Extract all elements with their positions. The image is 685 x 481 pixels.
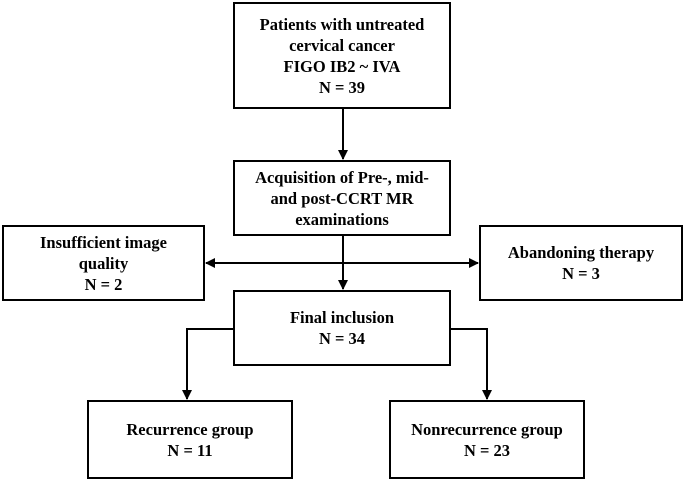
abandoning-line-1: Abandoning therapy [507, 243, 655, 262]
patients-box: Patients with untreated cervical cancer … [233, 2, 451, 109]
insufficient-line-1: Insufficient image [40, 232, 167, 252]
nonrecurrence-group-box: Nonrecurrence group N = 23 [389, 400, 585, 479]
abandoning-count: N = 3 [562, 264, 600, 283]
abandoning-therapy-box: Abandoning therapy N = 3 [479, 225, 683, 301]
arrow-final-to-recurrence [182, 328, 233, 400]
acquisition-box: Acquisition of Pre-, mid- and post-CCRT … [233, 160, 451, 236]
patients-count: N = 39 [318, 77, 366, 97]
insufficient-count: N = 2 [84, 274, 123, 294]
acquisition-line-1: Acquisition of Pre-, mid- [255, 167, 429, 187]
acquisition-line-2: and post-CCRT MR [270, 188, 414, 208]
acquisition-line-3: examinations [295, 209, 389, 229]
insufficient-line-2: quality [78, 253, 129, 273]
insufficient-quality-box: Insufficient image quality N = 2 [2, 225, 205, 301]
final-line-1: Final inclusion [289, 308, 395, 327]
patients-line-1: Patients with untreated [259, 14, 425, 34]
recurrence-count: N = 11 [167, 440, 213, 460]
recurrence-line-1: Recurrence group [126, 419, 254, 439]
patients-line-2: cervical cancer [289, 35, 395, 55]
final-inclusion-box: Final inclusion N = 34 [233, 290, 451, 366]
nonrecurrence-count: N = 23 [463, 440, 511, 460]
final-count: N = 34 [318, 329, 366, 348]
patients-line-3: FIGO IB2 ~ IVA [283, 56, 401, 76]
nonrecurrence-line-1: Nonrecurrence group [411, 419, 563, 439]
arrow-final-to-nonrecurrence [451, 328, 492, 400]
recurrence-group-box: Recurrence group N = 11 [87, 400, 293, 479]
